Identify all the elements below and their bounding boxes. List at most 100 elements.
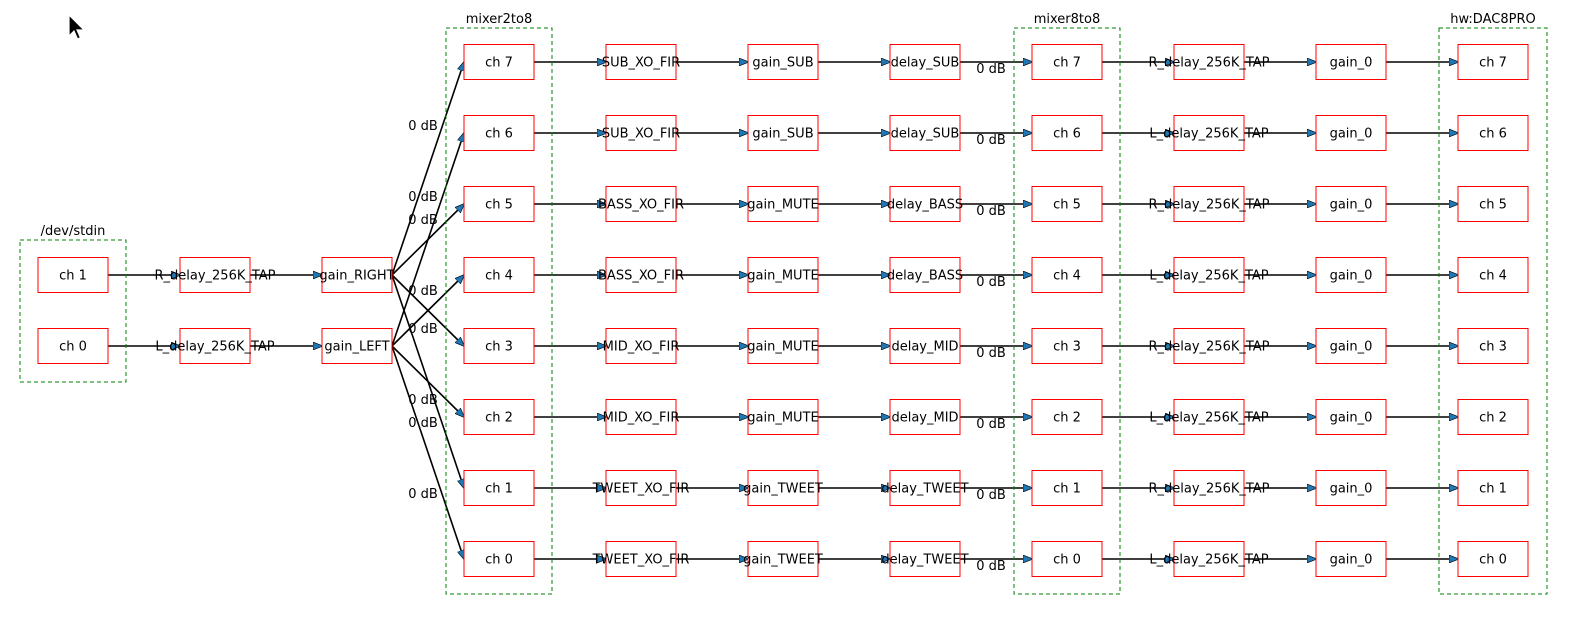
- mixer-in-channel-7-box: [463, 541, 535, 577]
- dac-channel-5: ch 2: [1457, 399, 1529, 435]
- input-gain-1-box: [321, 328, 393, 364]
- mixer-in-channel-5: ch 2: [463, 399, 535, 435]
- group-dac8pro-title: hw:DAC8PRO: [1450, 12, 1535, 27]
- mixer-out-gain-label-6: 0 dB: [976, 488, 1006, 503]
- dac-channel-5-box: [1457, 399, 1529, 435]
- output-gain-7-box: [1315, 541, 1387, 577]
- channel-delay-5-box: [889, 399, 961, 435]
- channel-gain-1: gain_SUB: [747, 115, 819, 151]
- output-delay-0-box: [1173, 44, 1245, 80]
- output-delay-5-box: [1173, 399, 1245, 435]
- channel-delay-6-label: delay_TWEET: [881, 482, 968, 497]
- channel-gain-0: gain_SUB: [747, 44, 819, 80]
- mixer-in-channel-5-label: ch 2: [485, 411, 513, 426]
- channel-delay-7-box: [889, 541, 961, 577]
- mixer-in-channel-0-label: ch 7: [485, 56, 513, 71]
- crossover-1-box: [605, 115, 677, 151]
- crossover-7-box: [605, 541, 677, 577]
- crossover-2: BASS_XO_FIR: [598, 186, 684, 222]
- input-gain-1: gain_LEFT: [321, 328, 393, 364]
- channel-delay-3-label: delay_BASS: [887, 269, 963, 284]
- mixer-out-channel-5: ch 2: [1031, 399, 1103, 435]
- dac-channel-7-label: ch 0: [1479, 553, 1507, 568]
- channel-delay-0-box: [889, 44, 961, 80]
- mixer-in-channel-4-box: [463, 328, 535, 364]
- output-gain-2-box: [1315, 186, 1387, 222]
- output-gain-5: gain_0: [1315, 399, 1387, 435]
- mixer-out-channel-0: ch 7: [1031, 44, 1103, 80]
- crossover-5-label: MID_XO_FIR: [603, 411, 680, 426]
- input-delay-1-label: L_delay_256K_TAP: [155, 340, 274, 355]
- group-mixer2to8: mixer2to8: [445, 12, 553, 595]
- channel-gain-3-label: gain_MUTE: [747, 269, 818, 284]
- mixer-out-gain-label-2: 0 dB: [976, 204, 1006, 219]
- output-delay-4: R_delay_256K_TAP: [1148, 328, 1270, 364]
- channel-gain-7: gain_TWEET: [743, 541, 823, 577]
- dac-channel-3-label: ch 4: [1479, 269, 1507, 284]
- mixer-in-gain-label-4: 0 dB: [408, 322, 438, 337]
- group-stdin: /dev/stdin: [19, 224, 127, 383]
- channel-gain-5: gain_MUTE: [747, 399, 819, 435]
- mixer-in-gain-label-3: 0 dB: [408, 284, 438, 299]
- mixer-out-channel-5-box: [1031, 399, 1103, 435]
- group-mixer8to8: mixer8to8: [1013, 12, 1121, 595]
- output-delay-1-box: [1173, 115, 1245, 151]
- output-delay-0: R_delay_256K_TAP: [1148, 44, 1270, 80]
- channel-gain-4: gain_MUTE: [747, 328, 819, 364]
- output-delay-2: R_delay_256K_TAP: [1148, 186, 1270, 222]
- output-gain-4-box: [1315, 328, 1387, 364]
- output-delay-4-box: [1173, 328, 1245, 364]
- channel-delay-1-box: [889, 115, 961, 151]
- dac-channel-6-label: ch 1: [1479, 482, 1507, 497]
- output-delay-5-label: L_delay_256K_TAP: [1149, 411, 1268, 426]
- crossover-5: MID_XO_FIR: [603, 399, 680, 435]
- mixer-out-gain-label-4: 0 dB: [976, 346, 1006, 361]
- output-delay-2-label: R_delay_256K_TAP: [1148, 198, 1269, 213]
- stdin-channel-0: ch 1: [37, 257, 109, 293]
- crossover-0-label: SUB_XO_FIR: [602, 56, 680, 71]
- output-gain-6-box: [1315, 470, 1387, 506]
- channel-delay-6: delay_TWEET: [881, 470, 969, 506]
- channel-gain-3: gain_MUTE: [747, 257, 819, 293]
- crossover-3-box: [605, 257, 677, 293]
- channel-delay-4-box: [889, 328, 961, 364]
- edge-fanout-7: [391, 345, 464, 559]
- gain-labels-layer: 0 dB0 dB0 dB0 dB0 dB0 dB0 dB0 dB0 dB0 dB…: [408, 62, 1006, 574]
- output-delay-2-box: [1173, 186, 1245, 222]
- group-stdin-title: /dev/stdin: [41, 224, 106, 239]
- mixer-out-gain-label-1: 0 dB: [976, 133, 1006, 148]
- channel-delay-1: delay_SUB: [889, 115, 961, 151]
- mouse-pointer-icon: [68, 14, 86, 40]
- channel-gain-4-box: [747, 328, 819, 364]
- output-delay-6-box: [1173, 470, 1245, 506]
- dac-channel-2: ch 5: [1457, 186, 1529, 222]
- mixer-out-channel-5-label: ch 2: [1053, 411, 1081, 426]
- mixer-out-channel-1-label: ch 6: [1053, 127, 1081, 142]
- output-gain-0: gain_0: [1315, 44, 1387, 80]
- mixer-in-channel-6-label: ch 1: [485, 482, 513, 497]
- mixer-in-channel-3-label: ch 4: [485, 269, 513, 284]
- mixer-in-channel-7-label: ch 0: [485, 553, 513, 568]
- mixer-out-channel-4: ch 3: [1031, 328, 1103, 364]
- channel-gain-1-label: gain_SUB: [752, 127, 813, 142]
- channel-delay-0-label: delay_SUB: [891, 56, 960, 71]
- dac-channel-0-label: ch 7: [1479, 56, 1507, 71]
- output-delay-3-label: L_delay_256K_TAP: [1149, 269, 1268, 284]
- channel-delay-3-box: [889, 257, 961, 293]
- output-gain-6: gain_0: [1315, 470, 1387, 506]
- dac-channel-2-box: [1457, 186, 1529, 222]
- mixer-out-channel-4-label: ch 3: [1053, 340, 1081, 355]
- input-delay-0-label: R_delay_256K_TAP: [154, 269, 275, 284]
- channel-gain-5-box: [747, 399, 819, 435]
- channel-gain-0-box: [747, 44, 819, 80]
- mixer-out-channel-6-label: ch 1: [1053, 482, 1081, 497]
- mixer-in-gain-label-1: 0 dB: [408, 190, 438, 205]
- output-gain-2-label: gain_0: [1330, 198, 1373, 213]
- stdin-channel-1: ch 0: [37, 328, 109, 364]
- mixer-in-channel-3: ch 4: [463, 257, 535, 293]
- mixer-out-gain-label-3: 0 dB: [976, 275, 1006, 290]
- output-gain-4: gain_0: [1315, 328, 1387, 364]
- group-dac8pro-border: [1438, 27, 1548, 595]
- mixer-in-channel-2-box: [463, 186, 535, 222]
